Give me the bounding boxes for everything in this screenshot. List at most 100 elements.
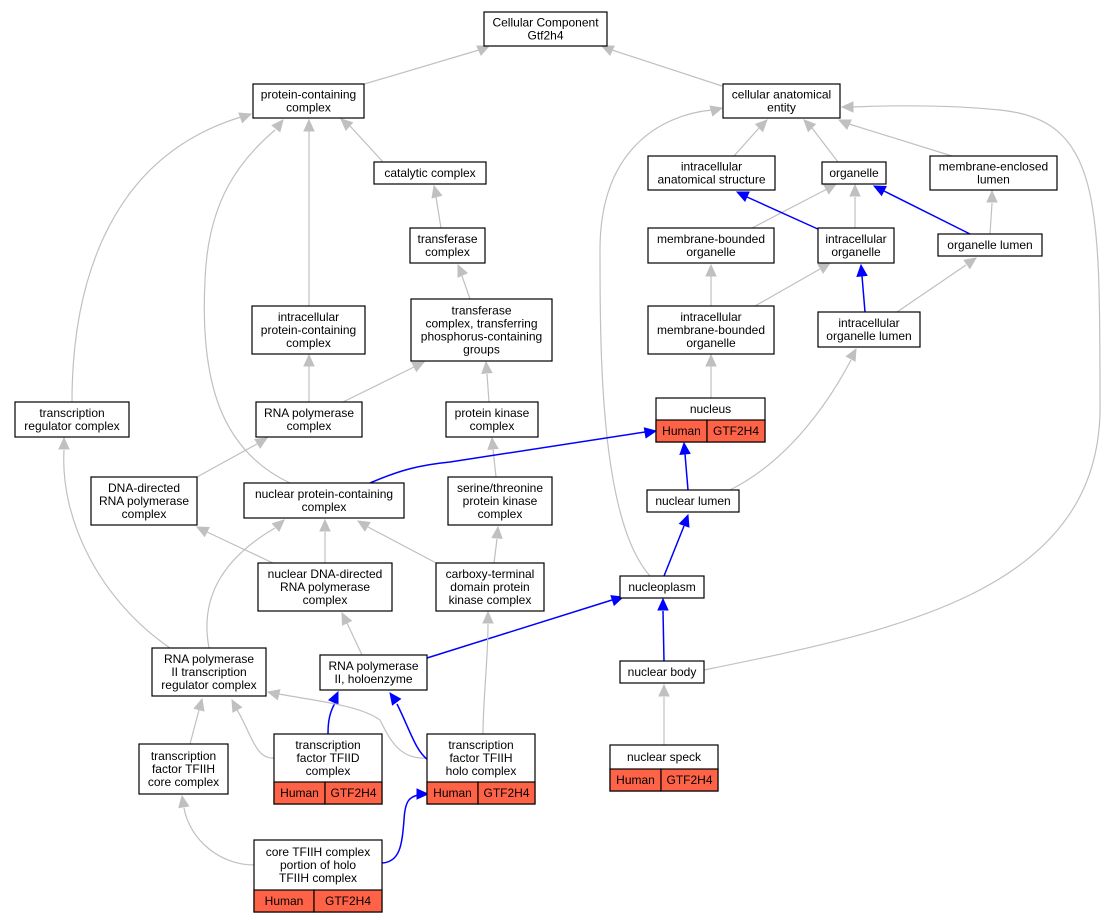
edge-carboxy_terminal_domain_protein_kinase_complex-to-nuclear_protein_containing_complex — [356, 520, 441, 566]
edge-rna_polymerase_ii_holoenzyme-to-nuclear_dna_directed_rna_polymerase_complex — [341, 611, 363, 656]
node-label-line: transferase — [417, 232, 477, 246]
edge-catalytic_complex-to-protein_containing_complex — [340, 118, 384, 163]
node-nuclear-lumen[interactable]: nuclear lumen — [646, 489, 740, 513]
node-label-line: membrane-bounded — [657, 232, 765, 246]
edge-carboxy_terminal_domain_protein_kinase_complex-to-serine_threonine_protein_kinase_complex — [491, 525, 503, 564]
edge-core_tfiih_complex_portion_of_holo_tfiih_complex-to-transcription_factor_tfiih_core_complex — [178, 794, 255, 866]
arrowhead — [845, 347, 857, 362]
arrowhead — [600, 45, 615, 57]
node-label-line: complex — [306, 764, 351, 778]
node-label-line: factor TFIIH — [449, 751, 512, 765]
gene-cell — [324, 781, 383, 805]
node-label-line: phosphorus-containing — [421, 330, 542, 344]
node-organelle[interactable]: organelle — [821, 161, 887, 185]
edge-protein_containing_complex-to-root — [360, 45, 491, 86]
edge-nuclear_protein_containing_complex-to-nucleus — [369, 427, 658, 484]
arrowhead — [356, 520, 371, 532]
arrowhead — [817, 262, 832, 274]
node-catalytic-complex[interactable]: catalytic complex — [373, 161, 487, 185]
edge-transcription_factor_tfiid_complex-to-rna_polymerase_ii_transcription_regulator_complex — [231, 698, 275, 759]
arrowhead — [487, 436, 499, 450]
gene-cell — [477, 781, 536, 805]
node-box — [14, 401, 130, 438]
node-label-line: membrane-enclosed — [939, 160, 1048, 174]
node-nucleoplasm[interactable]: nucleoplasm — [619, 575, 705, 599]
node-label-line: Cellular Component — [492, 16, 599, 30]
edges-layer — [58, 45, 1101, 866]
node-label-line: protein-containing — [261, 88, 356, 102]
node-label-line: RNA polymerase — [99, 494, 189, 508]
node-label-line: complex, transferring — [425, 317, 537, 331]
arrowhead — [705, 263, 717, 277]
species-label: Human — [280, 786, 319, 800]
arrowhead — [266, 689, 281, 701]
node-box — [90, 476, 198, 526]
node-label-line: transcription — [39, 406, 104, 420]
node-box — [151, 647, 267, 697]
node-label-line: protein kinase — [455, 406, 530, 420]
arrowhead — [705, 353, 717, 367]
edge-nuclear_dna_directed_rna_polymerase_complex-to-nuclear_protein_containing_complex — [319, 518, 331, 563]
species-label: Human — [616, 773, 655, 787]
arrowhead — [986, 189, 998, 203]
node-label-line: transcription — [448, 738, 513, 752]
edge-transferase_complex-to-catalytic_complex — [431, 184, 443, 229]
node-label-line: membrane-bounded — [657, 323, 765, 337]
node-label-line: complex — [286, 336, 331, 350]
edge-serine_threonine_protein_kinase_complex-to-protein_kinase_complex — [487, 436, 499, 478]
node-organelle-lumen[interactable]: organelle lumen — [937, 233, 1043, 257]
node-label-line: serine/threonine — [457, 481, 543, 495]
node-label-line: kinase complex — [449, 593, 532, 607]
arrowhead — [58, 436, 70, 450]
node-label-line: RNA polymerase — [164, 652, 254, 666]
node-label-line: transcription — [151, 749, 216, 763]
node-label-line: complex — [122, 507, 167, 521]
node-nuclear-body[interactable]: nuclear body — [619, 660, 705, 684]
node-label-line: protein kinase — [463, 494, 538, 508]
edge-nucleoplasm-to-cellular_anatomical_entity — [599, 105, 724, 577]
node-label-line: intracellular — [278, 310, 339, 324]
edge-transcription_factor_tfiih_holo_complex-to-rna_polymerase_ii_holoenzyme — [389, 692, 429, 761]
node-box — [647, 305, 775, 355]
node-label-line: domain protein — [450, 580, 529, 594]
node-box — [255, 401, 363, 438]
arrowhead — [963, 257, 977, 270]
arrowhead — [657, 597, 669, 611]
node-box — [821, 161, 887, 185]
node-label-line: protein-containing — [261, 323, 356, 337]
arrowhead — [837, 119, 852, 131]
arrowhead — [658, 683, 670, 697]
node-label-line: transferase — [451, 304, 511, 318]
arrowhead — [271, 519, 285, 532]
node-label-line: organelle lumen — [947, 238, 1032, 252]
arrowhead — [193, 697, 205, 712]
